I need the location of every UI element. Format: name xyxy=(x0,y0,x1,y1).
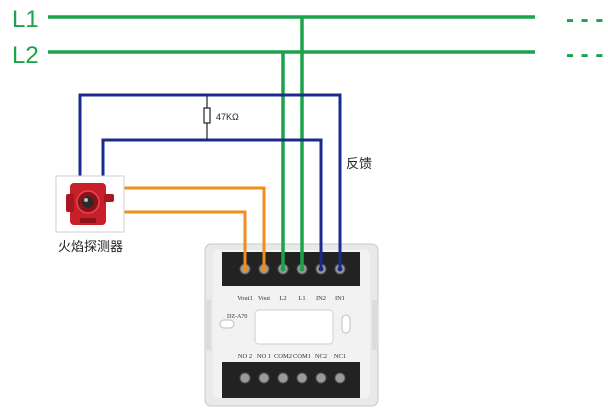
terminal-label-nc2: NC2 xyxy=(315,353,327,360)
wire-signal-outer xyxy=(78,93,342,268)
terminal-label-in1: IN1 xyxy=(335,295,345,302)
terminal-label-l1: L1 xyxy=(298,295,305,302)
terminal-label-in2: IN2 xyxy=(316,295,326,302)
bus-label-l1: L1 xyxy=(12,6,39,33)
wire-power-inner xyxy=(124,210,247,268)
terminal-label-com2: COM2 xyxy=(274,353,292,360)
terminal-connections xyxy=(242,266,343,272)
terminal-label-vout: Vout xyxy=(258,295,270,302)
terminal-label-no1: NO 1 xyxy=(257,353,271,360)
bus-continuation-l2: - - - xyxy=(566,41,603,68)
terminal-label-nc1: NC1 xyxy=(334,353,346,360)
detector-label: 火焰探测器 xyxy=(58,240,123,255)
bus-continuation-l1: - - - xyxy=(566,6,603,33)
feedback-label: 反馈 xyxy=(346,157,372,172)
bottom-terminal-block xyxy=(222,362,360,398)
flame-detector xyxy=(55,175,125,233)
terminal-label-vout1: Vout1 xyxy=(237,295,252,302)
module-model-label: DZ-A70 xyxy=(227,314,247,320)
wire-signal-inner xyxy=(101,138,323,268)
terminal-label-l2: L2 xyxy=(279,295,286,302)
terminal-label-com1: COM1 xyxy=(293,353,311,360)
bottom-terminal-screws xyxy=(239,372,346,384)
bus-label-l2: L2 xyxy=(12,42,39,69)
resistor-label: 47KΩ xyxy=(216,112,239,122)
wire-power-outer xyxy=(124,186,266,268)
terminal-label-no2: NO 2 xyxy=(238,353,252,360)
resistor xyxy=(203,95,211,140)
